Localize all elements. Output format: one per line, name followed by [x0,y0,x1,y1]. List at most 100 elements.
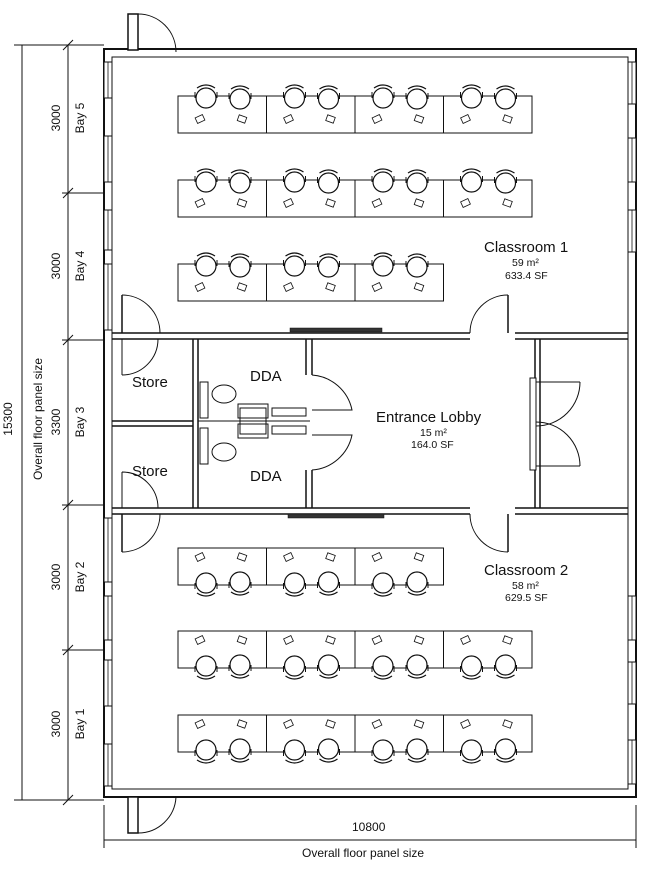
desk [354,263,444,302]
desk-item [236,198,248,208]
desk [354,714,444,753]
desk [177,630,267,669]
chair [283,252,306,277]
desk-item [194,114,206,124]
walls [103,13,637,834]
desk-item [194,635,206,645]
chair [283,84,306,109]
desk [354,630,444,669]
desk-item [283,719,294,729]
desk [266,714,356,753]
desk [266,263,356,302]
chair [371,655,395,680]
overall-width-caption: Overall floor panel size [302,846,425,860]
desk-item [325,198,336,208]
chair [283,655,306,680]
toilet-fixtures [199,381,307,465]
chair [371,168,395,193]
desk [177,95,267,134]
classroom1-area-sf: 633.4 SF [505,270,548,282]
lobby-area-m2: 15 m² [420,427,447,439]
bay-label: Bay 5 [73,102,87,134]
chair [460,168,483,193]
bay-ticks [62,39,104,806]
desk [266,179,356,218]
windows [103,61,637,787]
furniture [177,84,533,764]
bay-size: 3000 [49,710,63,738]
desk-item [502,114,513,124]
desk [177,263,267,302]
desk-item [236,635,248,645]
dda-bottom-label: DDA [250,468,282,485]
classroom1-area-m2: 59 m² [512,257,539,269]
desk-item [413,198,425,208]
desk [443,714,533,753]
chair [371,252,395,277]
desk-item [413,635,425,645]
chair [317,654,340,679]
desk-item [283,282,294,292]
chair [283,168,306,193]
desk-item [283,635,294,645]
chair [283,739,306,764]
desk-item [460,719,471,729]
desk-item [236,282,248,292]
desk [177,714,267,753]
desk-item [236,719,248,729]
chair [405,253,429,278]
chair [228,571,252,596]
chair [228,85,252,110]
bay-size: 3300 [49,408,63,435]
chair [194,655,218,680]
desk [266,95,356,134]
overall-height-value: 15300 [1,402,15,436]
desk-item [236,552,248,562]
overall-height-caption: Overall floor panel size [31,357,45,481]
desk [443,95,533,134]
bay-size: 3000 [49,252,63,279]
chair [405,738,429,763]
desk-item [325,635,336,645]
chair [371,572,395,597]
desk-item [371,114,383,124]
desk-item [194,552,206,562]
desk [266,547,356,586]
desk [266,630,356,669]
bay-size: 3000 [49,563,63,590]
desk [443,630,533,669]
desk-item [194,719,206,729]
chair [194,739,218,764]
desk-item [460,198,471,208]
store-top-label: Store [132,374,168,391]
chair [194,168,218,193]
bay-label: Bay 3 [73,406,87,437]
chair [405,169,429,194]
desk-item [325,552,336,562]
desk-item [371,552,383,562]
bay-label: Bay 4 [73,250,87,281]
desk [354,179,444,218]
chair [228,253,252,278]
desk-item [413,552,425,562]
classroom2-label: Classroom 2 [484,562,569,579]
desk-item [371,282,383,292]
desk-item [371,635,383,645]
desk-item [371,198,383,208]
desk-item [413,719,425,729]
bay-label: Bay 1 [73,708,87,740]
desk-item [413,282,425,292]
chair [371,739,395,764]
desk [443,179,533,218]
desk-item [502,635,513,645]
chair [494,85,517,110]
desk-item [283,114,294,124]
chair [460,84,483,109]
chair [494,169,517,194]
chair [405,571,429,596]
chair [494,738,517,763]
dda-top-label: DDA [250,368,282,385]
desk-item [460,635,471,645]
lobby-area-sf: 164.0 SF [411,439,454,451]
